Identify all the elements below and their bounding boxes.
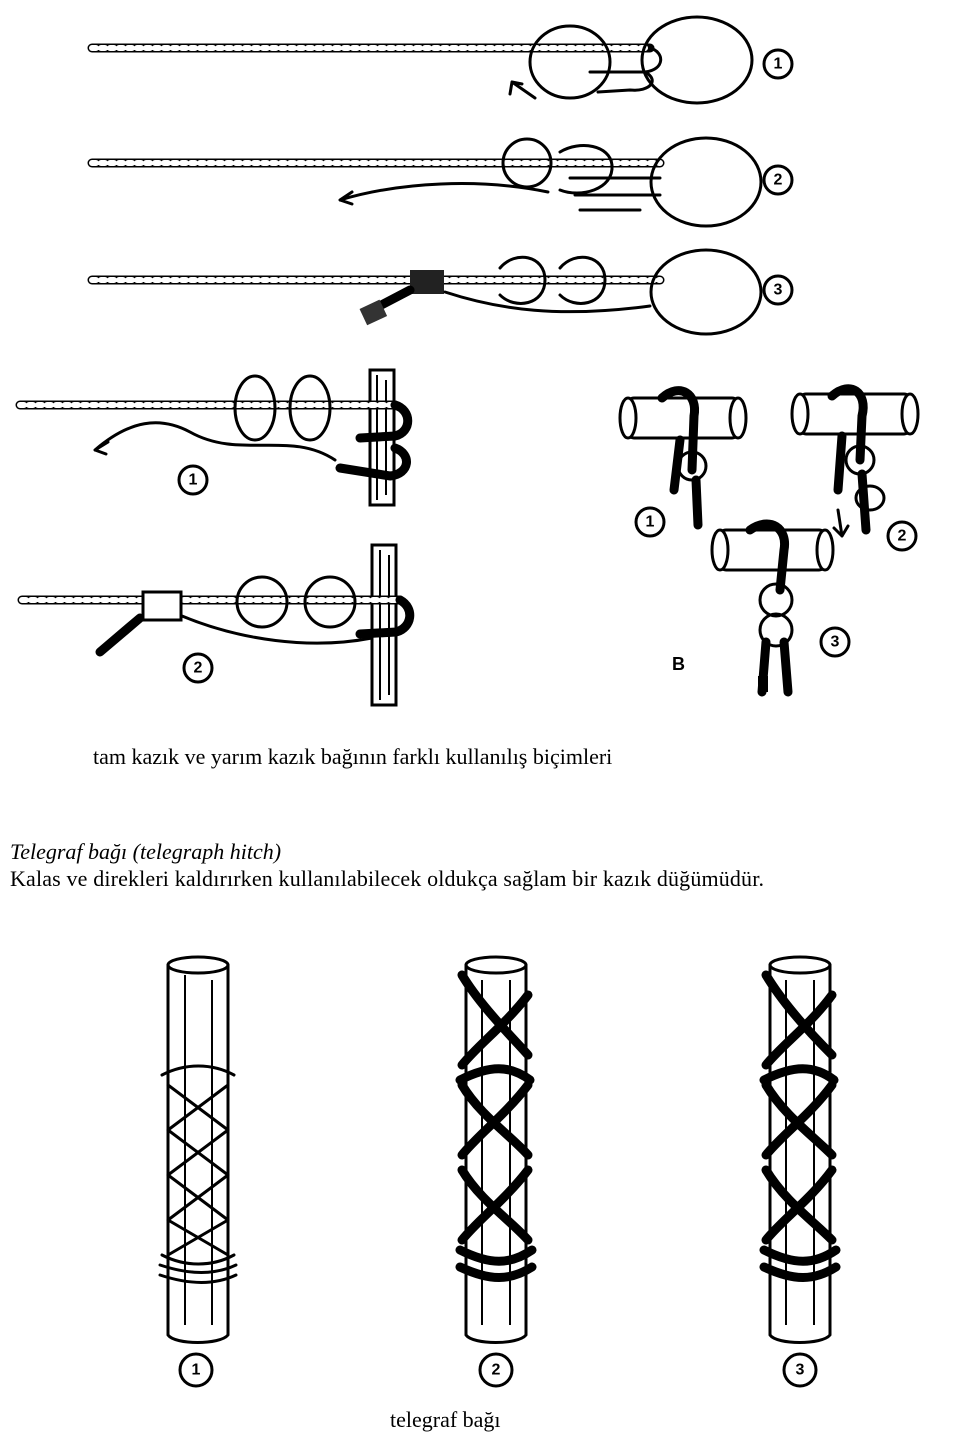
svg-text:2: 2 <box>774 172 783 189</box>
figure-caption: telegraf bağı <box>390 1407 501 1432</box>
section-title: Telegraf bağı (telegraph hitch) <box>10 839 282 864</box>
ring-hitch-illustration <box>87 15 763 336</box>
step-badge: 2 <box>492 1362 501 1379</box>
ring-step-1 <box>87 15 754 105</box>
pole-step-1: 1 <box>158 955 238 1388</box>
svg-text:1: 1 <box>774 56 783 73</box>
bar-hitch-illustration: 1 2 3 B <box>618 384 920 697</box>
step-badge: 3 <box>796 1362 805 1379</box>
post-hitch-illustration: 1 2 <box>15 368 415 707</box>
bar-step-1: 1 <box>618 386 748 538</box>
ring-step-2 <box>87 136 763 228</box>
step-badge: 2 <box>898 528 907 545</box>
step-badge: 1 <box>192 1362 201 1379</box>
figure-label: B <box>672 654 685 674</box>
bar-step-3: 3 <box>710 519 851 697</box>
ring-badges: 1 2 3 <box>762 48 794 306</box>
post-step-2: 2 <box>17 543 415 707</box>
ring-step-3 <box>87 248 763 336</box>
step-badge: 1 <box>189 472 198 489</box>
post-step-1: 1 <box>15 368 413 507</box>
step-badge: 3 <box>831 634 840 651</box>
section-description: Kalas ve direkleri kaldırırken kullanıla… <box>10 866 765 891</box>
pole-step-2: 2 <box>455 955 537 1388</box>
bar-step-2: 2 <box>790 384 920 552</box>
step-badge: 2 <box>194 660 203 677</box>
telegraph-hitch-illustration: 1 2 3 <box>158 955 841 1388</box>
svg-text:3: 3 <box>774 282 783 299</box>
pole-step-3: 3 <box>759 955 841 1388</box>
step-badge: 2 <box>762 164 794 196</box>
step-badge: 1 <box>646 514 655 531</box>
figure-caption: tam kazık ve yarım kazık bağının farklı … <box>93 744 613 769</box>
step-badge: 1 <box>762 48 794 80</box>
step-badge: 3 <box>762 274 794 306</box>
